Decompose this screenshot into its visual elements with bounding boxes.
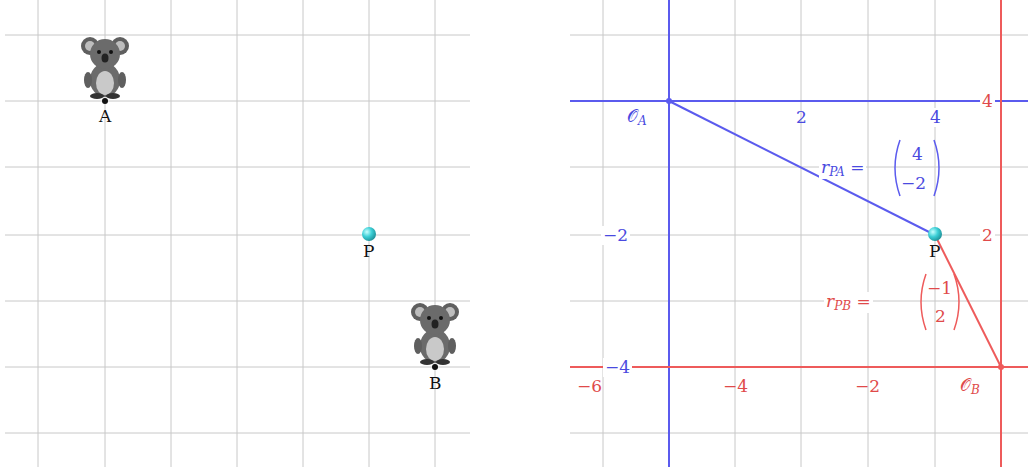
tick-label: 2 [794,108,809,127]
koala-icon [81,37,129,99]
point-label: P [361,242,376,261]
origin-b [998,364,1004,370]
vector-component: −2 [899,174,928,193]
tick-label: −2 [853,377,882,396]
vector-pa [669,101,935,235]
origin-a [666,98,672,104]
tick-label: −4 [603,358,632,377]
tick-label: −4 [721,377,750,396]
tick-label: −2 [601,226,630,245]
grid-right [570,0,1028,467]
particle-p [928,227,942,241]
vector-label: rPA = [819,158,866,179]
tick-label: −6 [575,377,604,396]
axes-a [570,0,1028,467]
point-b [432,364,438,370]
bracket-pa [895,140,939,196]
tick-label: 4 [928,108,943,127]
point-label: P [927,242,942,261]
point-label: A [97,107,113,126]
vector-component: 4 [910,145,925,164]
point-label: B [427,374,444,393]
particle-p [362,227,376,241]
axes-b [570,0,1028,467]
point-a [102,98,108,104]
vector-component: −1 [925,279,954,298]
origin-label: 𝒪A [625,107,649,128]
vector-label: rPB = [824,292,873,313]
vector-component: 2 [933,307,948,326]
tick-label: 2 [980,226,995,245]
grid-left [5,0,470,467]
bracket-pb [921,274,959,330]
vector-pb [935,235,1001,367]
tick-label: 4 [980,92,995,111]
origin-label: 𝒪B [958,376,982,397]
koala-icon [411,303,459,365]
